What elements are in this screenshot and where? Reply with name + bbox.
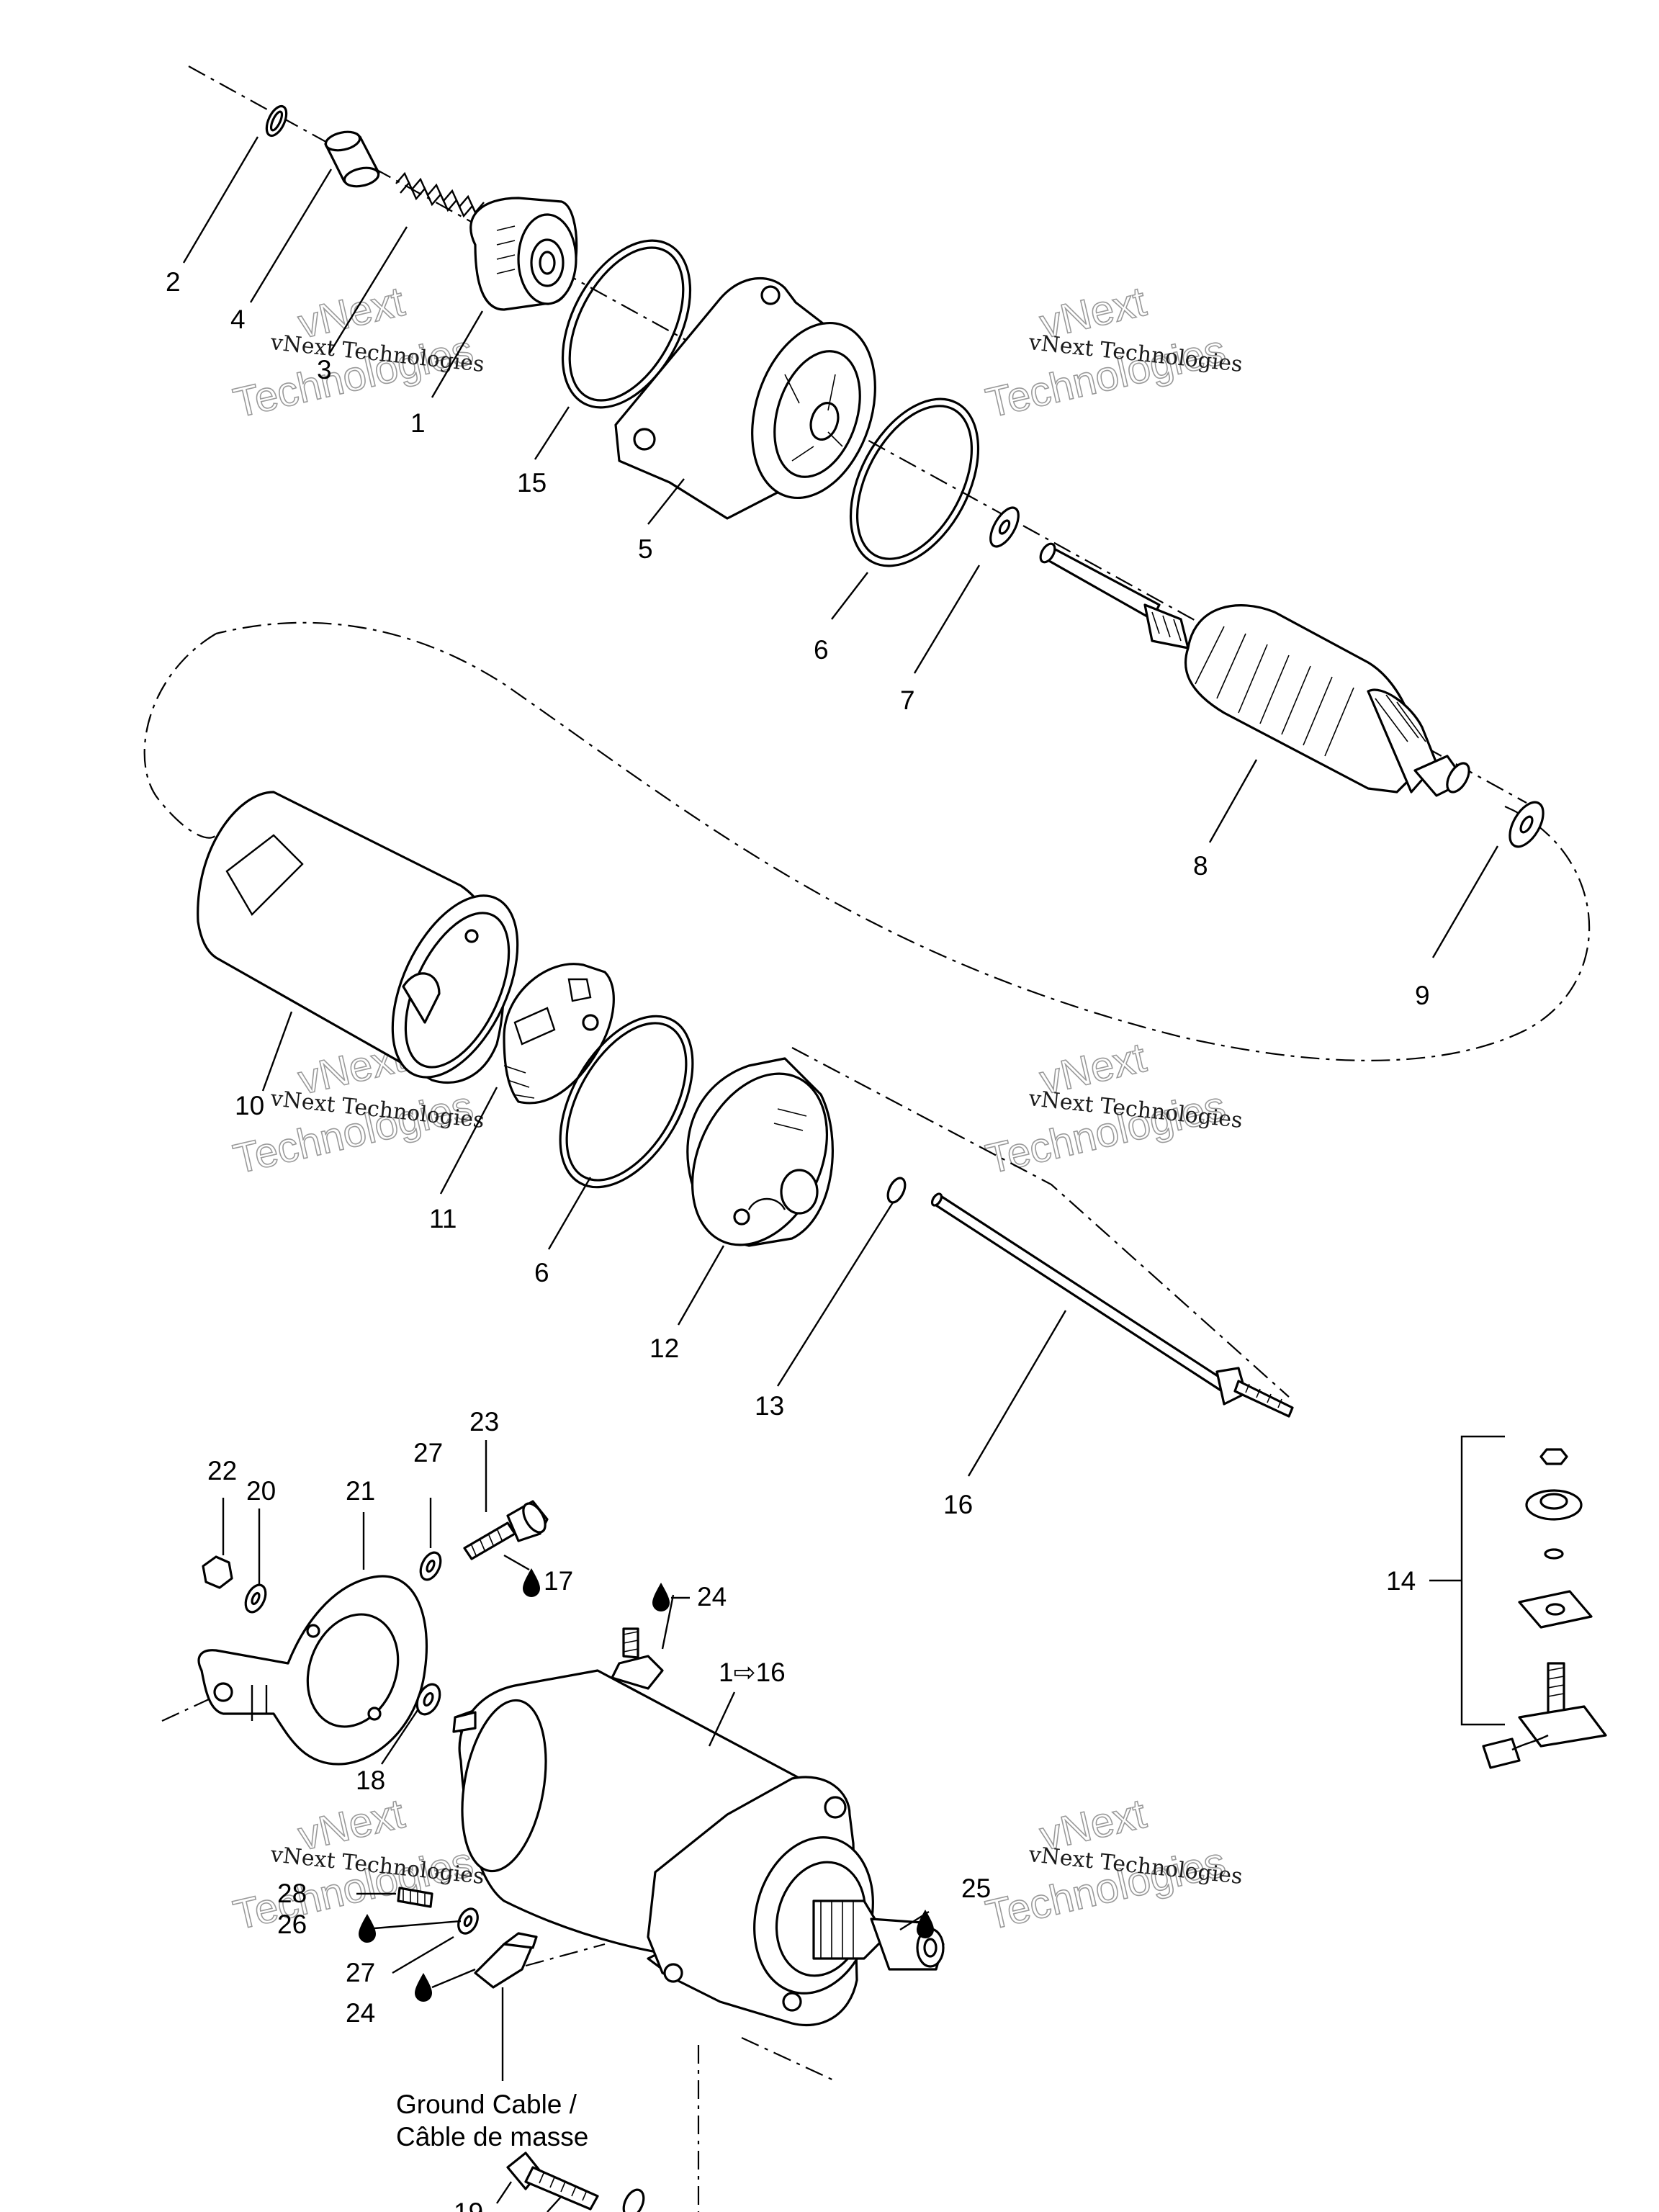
ground-axis-line [525,1943,606,1967]
callout-19: 19 [454,2198,483,2212]
ground-cable-terminal [474,1932,538,2081]
part-3-spring [395,171,485,222]
callout-25: 25 [961,1874,991,1903]
left-dashed-loop [143,633,217,839]
callout-1-to-16: 1⇨16 [719,1658,786,1687]
watermark-middle-right: vNext Technologies vNext Technologies [981,1033,1244,1183]
part-21-bracket [197,1575,428,1766]
callout-22: 22 [207,1456,237,1485]
ground-cable-label: Ground Cable / Câble de masse [396,2090,588,2152]
callout-21: 21 [346,1476,375,1506]
callout-6-lower: 6 [534,1258,549,1287]
callout-26: 26 [277,1910,307,1939]
watermark-bottom-left: vNext Technologies vNext Technologies [229,1789,486,1939]
part-13-o-ring-small [886,1177,907,1204]
part-5-drive-housing [614,276,876,520]
part-9-thrust-washer [1509,801,1545,848]
callout-12: 12 [649,1334,679,1363]
callout-27-lower: 27 [346,1958,375,1987]
callout-28: 28 [277,1879,307,1908]
part-27-washer-upper [419,1551,442,1581]
callout-1: 1 [410,408,426,438]
callout-9: 9 [1415,981,1430,1010]
part-22-nut [202,1555,233,1589]
callout-8: 8 [1193,851,1208,881]
part-20-washer [244,1583,267,1614]
callout-11: 11 [429,1204,457,1233]
watermark-top-right: vNext Technologies vNext Technologies [981,277,1244,427]
callout-4: 4 [230,305,246,334]
callout-27: 27 [413,1438,443,1467]
part-19-lower-bolt [506,2152,645,2212]
callout-23: 23 [469,1407,499,1437]
callout-20: 20 [246,1476,276,1506]
part-6-o-ring-lower [559,1015,694,1189]
callout-18: 18 [356,1766,385,1795]
drop-icon [652,1583,670,1611]
starter-motor-assembly [452,1627,945,2027]
callout-6: 6 [814,635,829,665]
watermark-bottom-right: vNext Technologies vNext Technologies [981,1789,1244,1939]
callout-2: 2 [166,267,181,297]
part-4-stop-collar [324,130,380,188]
callout-14: 14 [1386,1566,1416,1596]
callout-7: 7 [900,685,915,715]
part-1-drive-pinion [469,197,578,311]
callout-24: 24 [697,1582,727,1611]
part-23-bolt [463,1500,549,1560]
drop-icon [415,1973,432,2002]
part-8-armature [1039,542,1470,797]
callout-13: 13 [755,1391,784,1421]
callout-17: 17 [544,1566,573,1596]
part-15-o-ring [561,239,692,409]
callout-10: 10 [235,1091,264,1120]
part-10-yoke-housing [197,791,519,1084]
part-27-washer-lower [457,1907,479,1935]
bracket-axis-line [161,1699,210,1722]
part-16-through-bolt [930,1192,1294,1418]
lower-axis-line [791,1047,1290,1398]
part-12-end-cover [686,1057,834,1247]
leader-lines [182,136,1499,2212]
part-28-screw [397,1887,433,1908]
ground-cable-label-line2: Câble de masse [396,2122,588,2152]
callout-24-lower: 24 [346,1998,375,2028]
callout-3: 3 [317,355,332,385]
drop-icon [359,1914,376,1943]
callout-labels: 2 4 3 1 15 5 6 7 8 9 10 11 6 12 13 16 14… [166,267,1430,2212]
callout-16: 16 [943,1490,973,1519]
callout-5: 5 [638,534,653,564]
ground-cable-label-line1: Ground Cable / [396,2090,577,2119]
part-7-thrust-washer [989,506,1020,548]
part-14-terminal-kit [1429,1435,1607,1769]
watermark-top-left: vNext Technologies vNext Technologies [229,277,486,427]
drop-icon [917,1910,934,1938]
drop-icon [523,1568,540,1597]
armature-to-housing-dashed-loop [215,621,1591,1061]
callout-15: 15 [517,468,547,498]
part-6-o-ring-upper [849,397,980,567]
part-18-washer [415,1683,441,1716]
part-2-circlip [265,104,288,138]
part-11-brush-holder [503,963,615,1105]
starter-axis-line [741,2037,836,2082]
